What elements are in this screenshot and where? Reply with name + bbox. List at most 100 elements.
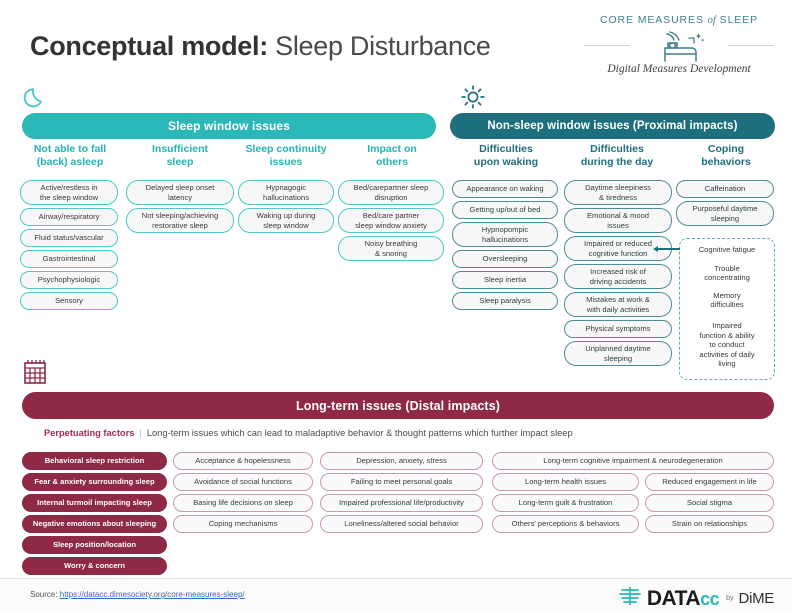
colhead-not-able-to-fall-asleep: Not able to fall (back) asleep [20,143,120,169]
chip-long-term-issue[interactable]: Long-term health issues [492,473,639,491]
datacc-mark-icon [618,584,642,613]
chip-long-term-issue[interactable]: Others' perceptions & behaviors [492,515,639,533]
brand-title-b: SLEEP [715,14,759,26]
perpetuating-factors-line: Perpetuating factors | Long-term issues wh… [44,428,573,438]
chip-sleep-window[interactable]: Noisy breathing& snoring [338,236,444,261]
banner-non-sleep-window: Non-sleep window issues (Proximal impact… [450,113,775,139]
chip-perpetuating-factor[interactable]: Negative emotions about sleeping [22,515,167,533]
chip-non-sleep-window[interactable]: Sleep inertia [452,271,558,289]
perpetuating-factors-text: Long-term issues which can lead to malad… [146,428,573,438]
colhead-line1: Difficulties [479,143,533,155]
chip-long-term-issue[interactable]: Loneliness/altered social behavior [320,515,483,533]
colhead-line2: (back) asleep [36,156,104,168]
banner-long-term-issues: Long-term issues (Distal impacts) [22,392,774,419]
colhead-line2: during the day [580,156,654,168]
chip-cognitive-group[interactable]: Cognitive fatigue [684,241,770,258]
chip-perpetuating-factor[interactable]: Internal turmoil impacting sleep [22,494,167,512]
chip-perpetuating-factor[interactable]: Worry & concern [22,557,167,575]
bed-icon [651,28,707,67]
colhead-insufficient-sleep: Insufficient sleep [130,143,230,169]
chip-non-sleep-window[interactable]: Oversleeping [452,250,558,268]
colhead-line2: others [375,156,409,168]
cognitive-group-connector [658,248,680,250]
colhead-impact-on-others: Impact on others [342,143,442,169]
datacc-word-data: DATA [646,586,701,610]
perpetuating-factors-label: Perpetuating factors [44,428,135,438]
chip-perpetuating-factor[interactable]: Behavioral sleep restriction [22,452,167,470]
moon-icon [22,84,48,115]
dime-wordmark: DiME [738,590,775,607]
colhead-coping-behaviors: Coping behaviors [676,143,776,169]
cognitive-fatigue-group [679,238,775,380]
chip-long-term-issue[interactable]: Acceptance & hopelessness [173,452,313,470]
chip-long-term-issue[interactable]: Impaired professional life/productivity [320,494,483,512]
source-line: Source: https://datacc.dimesociety.org/c… [30,590,245,599]
colhead-line2: behaviors [701,156,751,168]
chip-long-term-issue[interactable]: Social stigma [645,494,774,512]
chip-non-sleep-window[interactable]: Daytime sleepiness& tiredness [564,180,672,205]
footer-divider [0,578,792,579]
chip-long-term-issue[interactable]: Long-term cognitive impairment & neurode… [492,452,774,470]
chip-long-term-issue[interactable]: Failing to meet personal goals [320,473,483,491]
colhead-line2: issues [269,156,303,168]
chip-long-term-issue[interactable]: Coping mechanisms [173,515,313,533]
chip-sleep-window[interactable]: Fluid status/vascular [20,229,118,247]
datacc-by-label: by [726,595,734,602]
chip-long-term-issue[interactable]: Strain on relationships [645,515,774,533]
colhead-line1: Impact on [367,143,417,155]
colhead-line1: Sleep continuity [245,143,327,155]
chip-long-term-issue[interactable]: Depression, anxiety, stress [320,452,483,470]
chip-long-term-issue[interactable]: Basing life decisions on sleep [173,494,313,512]
chip-non-sleep-window[interactable]: Mistakes at work &with daily activities [564,292,672,317]
datacc-word-cc: cc [700,588,720,609]
chip-non-sleep-window[interactable]: Getting up/out of bed [452,201,558,219]
chip-sleep-window[interactable]: Airway/respiratory [20,208,118,226]
perpetuating-separator: | [139,428,142,438]
chip-sleep-window[interactable]: Psychophysiologic [20,271,118,289]
chip-long-term-issue[interactable]: Avoidance of social functions [173,473,313,491]
footer-background [0,579,792,612]
brand-lockup: CORE MEASURES of SLEEP [584,14,774,75]
source-link[interactable]: https://datacc.dimesociety.org/core-meas… [59,590,245,599]
chip-long-term-issue[interactable]: Long-term guilt & frustration [492,494,639,512]
chip-perpetuating-factor[interactable]: Sleep position/location [22,536,167,554]
chip-sleep-window[interactable]: Gastrointestinal [20,250,118,268]
brand-title-of: of [707,15,716,26]
brand-subtitle: Digital Measures Development [607,63,751,75]
chip-coping-behavior[interactable]: Caffeination [676,180,774,198]
chip-long-term-issue[interactable]: Reduced engagement in life [645,473,774,491]
chip-non-sleep-window[interactable]: Sleep paralysis [452,292,558,310]
brand-title: CORE MEASURES of SLEEP [584,14,774,26]
sun-icon [460,84,486,115]
chip-perpetuating-factor[interactable]: Fear & anxiety surrounding sleep [22,473,167,491]
datacc-logo: DATAcc by DiME [618,584,774,613]
brand-title-a: CORE MEASURES [599,14,708,26]
brand-rule-right [728,45,774,46]
colhead-difficulties-upon-waking: Difficulties upon waking [452,143,560,169]
colhead-difficulties-during-day: Difficulties during the day [562,143,672,169]
page-title-rest: Sleep Disturbance [267,31,491,61]
datacc-wordmark: DATAcc [646,586,720,610]
chip-sleep-window[interactable]: Sensory [20,292,118,310]
brand-rule-left [584,45,630,46]
chip-non-sleep-window[interactable]: Physical symptoms [564,320,672,338]
chip-non-sleep-window[interactable]: Appearance on waking [452,180,558,198]
page-title-bold: Conceptual model: [30,31,268,61]
colhead-line2: upon waking [473,156,539,168]
